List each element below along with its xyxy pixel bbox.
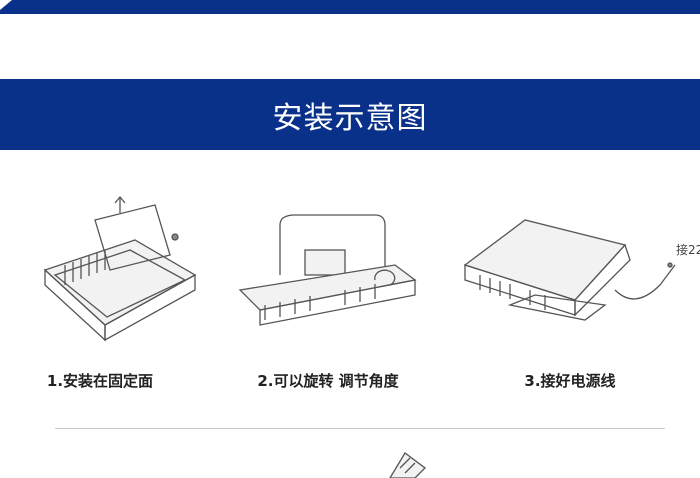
step-1-caption: 1.安装在固定面 [46,372,154,390]
next-illustration-partial [389,452,426,478]
top-bar [0,0,700,14]
wiring-note: 接22 [676,243,700,257]
step-2-caption: 2.可以旋转 调节角度 [257,372,399,390]
section-title: 安装示意图 [272,100,428,136]
section-header: 安装示意图 [0,79,700,150]
step-3-caption: 3.接好电源线 [524,372,616,390]
step-2-illustration [238,214,417,326]
divider [55,428,665,429]
step-1-illustration [43,195,197,342]
step-3-illustration [463,219,676,321]
